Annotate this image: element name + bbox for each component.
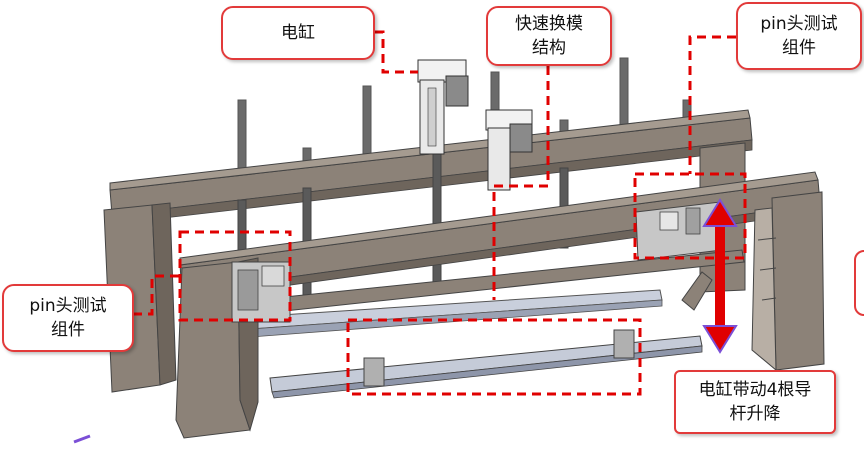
callout-pin-test-right-line1: pin头测试 bbox=[760, 14, 838, 34]
left-pin-assembly bbox=[231, 261, 291, 323]
callout-quick-change-line2: 结构 bbox=[532, 38, 566, 58]
leader-lines bbox=[133, 30, 736, 316]
callout-electric-cylinder-text: 电缸 bbox=[281, 23, 315, 43]
callout-lift-note: 电缸带动4根导 杆升降 bbox=[674, 370, 836, 434]
callout-pin-test-left: pin头测试 组件 bbox=[2, 284, 134, 352]
partial-callout-edge bbox=[854, 250, 864, 316]
right-pin-highlight bbox=[633, 172, 747, 260]
double-arrow-icon bbox=[702, 198, 738, 354]
callout-quick-change: 快速换模 结构 bbox=[486, 6, 612, 66]
corner-mark bbox=[73, 434, 91, 444]
callout-quick-change-line1: 快速换模 bbox=[515, 14, 583, 34]
callout-pin-test-left-line1: pin头测试 bbox=[29, 296, 107, 316]
callout-lift-note-line1: 电缸带动4根导 bbox=[698, 380, 812, 400]
left-pin-highlight bbox=[178, 230, 292, 322]
rail-highlight bbox=[346, 318, 642, 396]
leader-quick-change bbox=[492, 66, 550, 300]
electric-cylinder-2 bbox=[485, 109, 533, 191]
leader-electric-cylinder bbox=[375, 30, 418, 74]
callout-pin-test-left-line2: 组件 bbox=[51, 320, 85, 340]
callout-electric-cylinder: 电缸 bbox=[221, 6, 375, 60]
right-front-column bbox=[681, 191, 825, 372]
callout-lift-note-line2: 杆升降 bbox=[729, 404, 781, 424]
leader-pin-right bbox=[688, 35, 736, 174]
highlight-boxes bbox=[178, 172, 747, 396]
right-pin-assembly bbox=[635, 201, 723, 261]
electric-cylinder-1 bbox=[417, 59, 469, 155]
callout-pin-test-right: pin头测试 组件 bbox=[736, 2, 862, 70]
front-rail bbox=[269, 329, 703, 399]
leader-pin-left bbox=[133, 274, 180, 316]
callout-pin-test-right-line2: 组件 bbox=[782, 38, 816, 58]
